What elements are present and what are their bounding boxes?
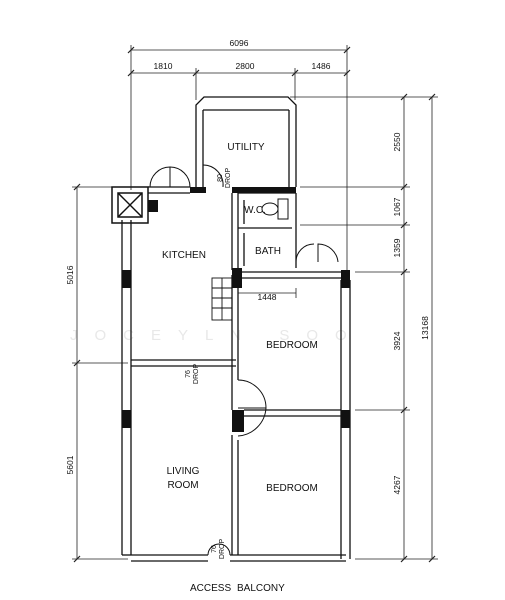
width-segment-2: 2800 [236,61,255,71]
drop-access-label: DROP [219,539,226,560]
room-utility: UTILITY [227,142,265,153]
room-bath: BATH [255,246,281,257]
interior-dimension: 1448 [258,292,277,302]
right-segment-3: 1359 [392,238,402,257]
right-segment-4: 3924 [392,331,402,350]
drop-access-value: 76 [211,545,218,553]
room-wc: W.C. [244,205,266,216]
left-segment-1: 5016 [65,265,75,284]
right-segment-1: 2550 [392,132,402,151]
dimension-lines [72,45,438,560]
label-access: ACCESS [190,583,231,594]
drop-living-value: 76 [185,370,192,378]
room-kitchen: KITCHEN [162,250,206,261]
watermark: JOCEYLN SOO [70,327,364,344]
door-swings [149,164,339,556]
label-balcony: BALCONY [237,583,285,594]
room-living-line1: LIVING [167,466,200,477]
kitchen-step [211,277,233,321]
left-segment-2: 5601 [65,455,75,474]
right-segment-2: 1067 [392,197,402,216]
drop-living-label: DROP [193,364,200,385]
overall-width-label: 6096 [230,38,249,48]
room-living-line2: ROOM [167,480,198,491]
room-bedroom-1: BEDROOM [266,340,318,351]
right-segment-5: 4267 [392,475,402,494]
drop-utility-label: DROP [225,168,232,189]
toilet-fixture [261,198,289,220]
service-shaft [111,186,149,224]
dimension-ticks [73,46,436,563]
width-segment-3: 1486 [312,61,331,71]
overall-height-label: 13168 [420,316,430,340]
structural-columns [122,187,350,432]
drop-utility-value: 80 [217,174,224,182]
width-segment-1: 1810 [154,61,173,71]
room-bedroom-2: BEDROOM [266,483,318,494]
